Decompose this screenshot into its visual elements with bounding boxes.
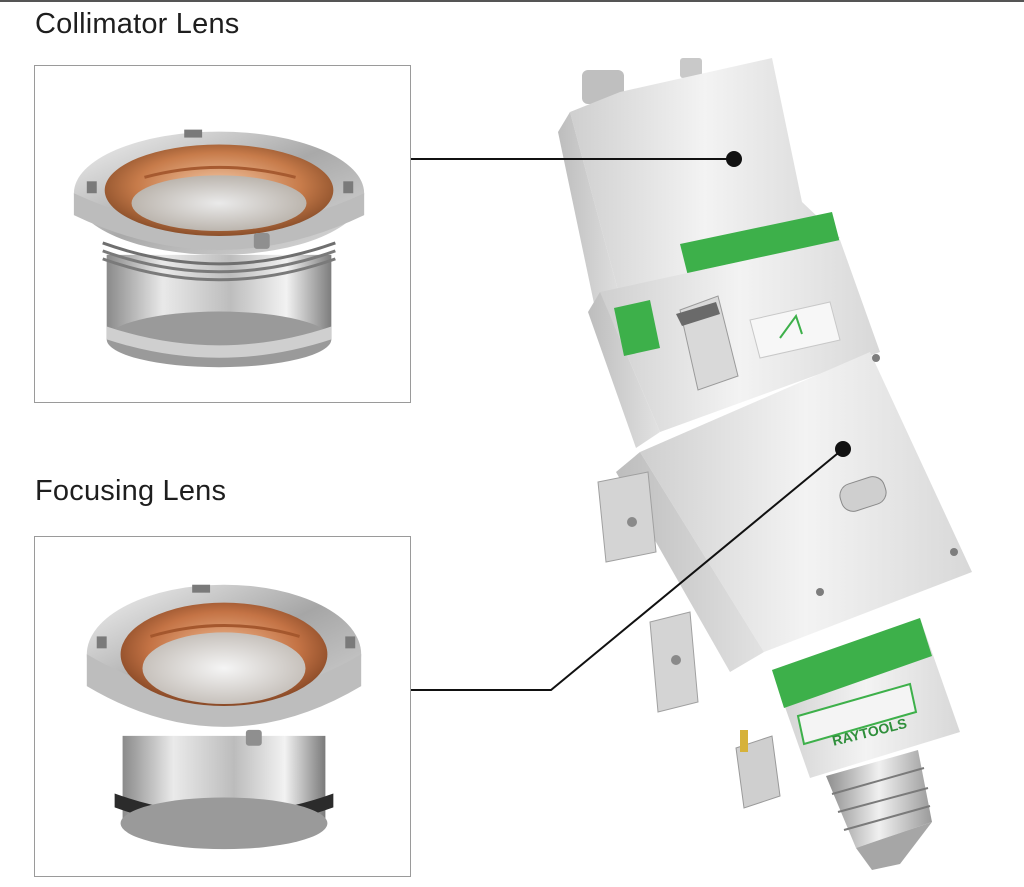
collimator-lens-title: Collimator Lens: [35, 8, 240, 40]
top-divider: [0, 0, 1024, 2]
nozzle-icon: [826, 750, 932, 848]
raytools-badge: [796, 682, 918, 746]
focusing-lens-title: Focusing Lens: [35, 475, 227, 507]
collimator-lens-photo: [34, 65, 411, 403]
focusing-lens-icon: [86, 584, 362, 850]
focusing-lens-photo: [34, 536, 411, 877]
collimator-lens-icon: [73, 129, 365, 368]
laser-cutting-head-photo: BEAM MOTION RAYTOOLS: [558, 58, 972, 870]
